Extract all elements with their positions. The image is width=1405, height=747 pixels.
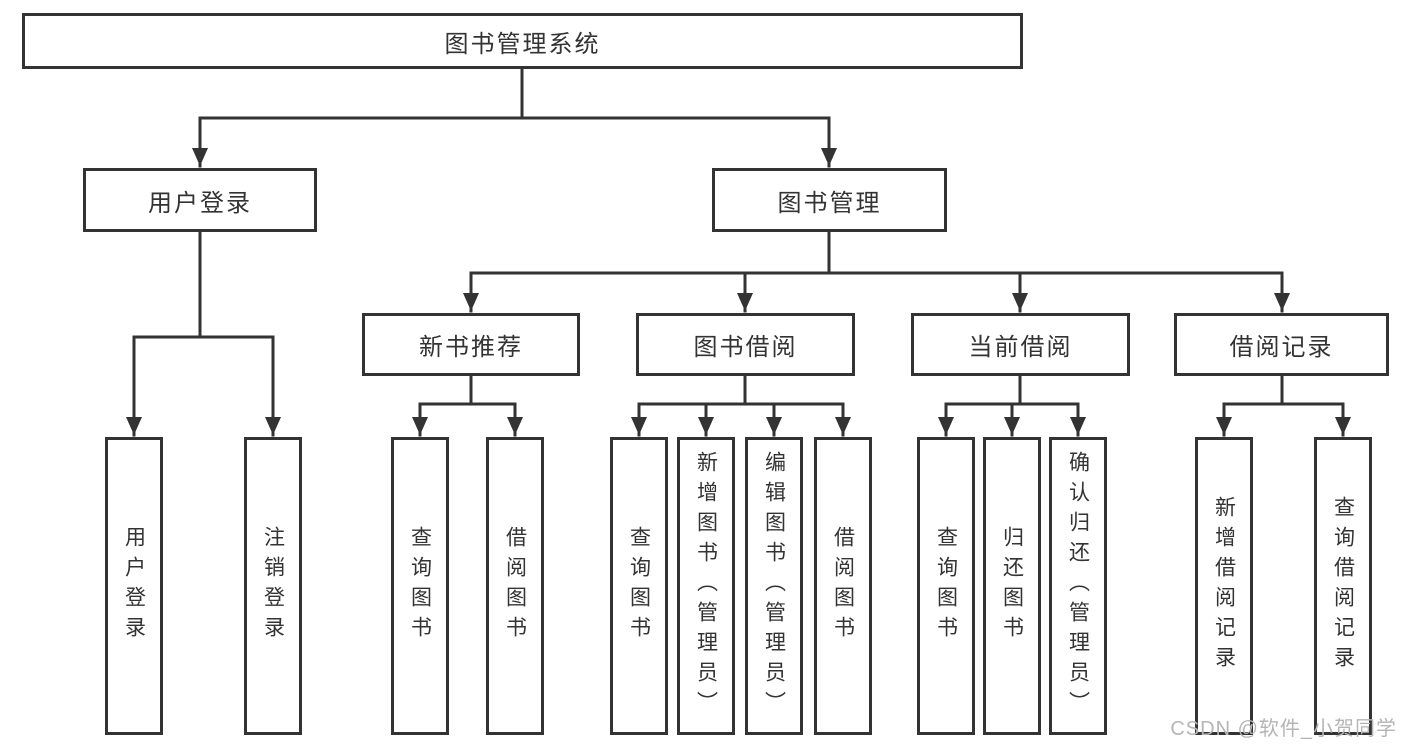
leaf-return-books-label: 归还图书 [1000, 526, 1024, 646]
leaf-newbooks-borrow-books: 借阅图书 [486, 437, 544, 735]
leaf-current-query-books: 查询图书 [917, 437, 975, 735]
node-borrow-records: 借阅记录 [1174, 313, 1389, 376]
leaf-borrowing-borrow-books: 借阅图书 [814, 437, 872, 735]
leaf-edit-books-admin: 编辑图书（管理员） [745, 437, 803, 735]
leaf-user-login: 用户登录 [105, 437, 163, 735]
leaf-borrowing-borrow-books-label: 借阅图书 [831, 526, 855, 646]
watermark: CSDN @软件_小贺同学 [1170, 718, 1397, 740]
leaf-user-login-label: 用户登录 [122, 526, 146, 646]
leaf-query-borrow-record-label: 查询借阅记录 [1331, 496, 1355, 676]
leaf-confirm-return-admin: 确认归还（管理员） [1049, 437, 1107, 735]
node-borrow-records-label: 借阅记录 [1229, 334, 1334, 361]
leaf-add-books-admin-label: 新增图书（管理员） [694, 451, 718, 721]
leaf-newbooks-borrow-books-label: 借阅图书 [503, 526, 527, 646]
leaf-add-borrow-record: 新增借阅记录 [1195, 437, 1253, 735]
leaf-logout-label: 注销登录 [261, 526, 285, 646]
node-current-borrowing: 当前借阅 [911, 313, 1130, 376]
leaf-edit-books-admin-label: 编辑图书（管理员） [762, 451, 786, 721]
leaf-query-borrow-record: 查询借阅记录 [1314, 437, 1372, 735]
leaf-current-query-books-label: 查询图书 [934, 526, 958, 646]
leaf-borrowing-query-books-label: 查询图书 [627, 526, 651, 646]
node-new-books-label: 新书推荐 [419, 334, 523, 361]
node-book-borrowing: 图书借阅 [636, 313, 855, 376]
leaf-borrowing-query-books: 查询图书 [610, 437, 668, 735]
node-book-borrowing-label: 图书借阅 [693, 334, 798, 361]
leaf-logout: 注销登录 [244, 437, 302, 735]
node-user-login-label: 用户登录 [148, 189, 252, 217]
node-book-mgmt: 图书管理 [712, 168, 947, 232]
leaf-add-borrow-record-label: 新增借阅记录 [1212, 496, 1236, 676]
leaf-add-books-admin: 新增图书（管理员） [677, 437, 735, 735]
node-book-mgmt-label: 图书管理 [777, 189, 882, 217]
node-root: 图书管理系统 [22, 13, 1023, 69]
leaf-newbooks-query-books-label: 查询图书 [408, 526, 432, 646]
leaf-return-books: 归还图书 [983, 437, 1041, 735]
node-new-books: 新书推荐 [362, 313, 580, 376]
node-current-borrowing-label: 当前借阅 [968, 334, 1073, 361]
node-root-label: 图书管理系统 [444, 30, 601, 58]
leaf-confirm-return-admin-label: 确认归还（管理员） [1066, 451, 1090, 721]
leaf-newbooks-query-books: 查询图书 [391, 437, 449, 735]
node-user-login: 用户登录 [83, 168, 317, 232]
